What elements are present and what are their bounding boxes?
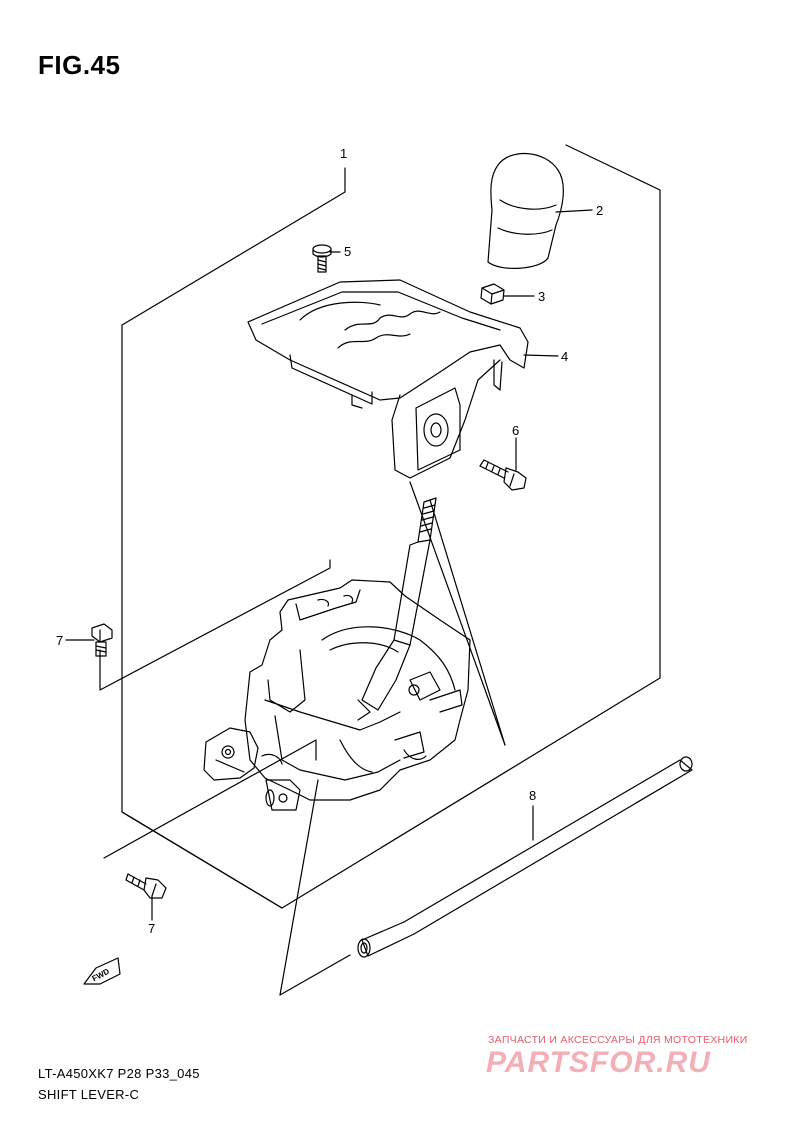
watermark-brand: PARTSFOR.RU bbox=[486, 1046, 711, 1079]
callout-6: 6 bbox=[512, 423, 520, 438]
callout-1: 1 bbox=[340, 146, 348, 161]
callout-7-upper: 7 bbox=[56, 633, 64, 648]
extension-rod bbox=[357, 756, 693, 958]
shift-gate-cover bbox=[247, 279, 529, 479]
bolt-7-lower bbox=[125, 873, 167, 899]
callout-2: 2 bbox=[596, 203, 604, 218]
shift-knob bbox=[487, 152, 564, 269]
model-code: LT-A450XK7 P28 P33_045 bbox=[38, 1066, 200, 1081]
callout-3: 3 bbox=[538, 289, 546, 304]
lever-rod bbox=[361, 497, 437, 711]
callout-8: 8 bbox=[529, 788, 537, 803]
mounting-bracket bbox=[203, 727, 301, 811]
leader-lines bbox=[65, 209, 593, 921]
watermark-subtitle: ЗАПЧАСТИ И АКСЕССУАРЫ ДЛЯ МОТОТЕХНИКИ bbox=[488, 1034, 748, 1046]
callout-7-lower: 7 bbox=[148, 921, 156, 936]
shift-housing bbox=[244, 579, 471, 801]
callout-5: 5 bbox=[344, 244, 352, 259]
callout-4: 4 bbox=[561, 349, 569, 364]
assembly-outline bbox=[121, 144, 661, 909]
nut bbox=[480, 283, 505, 305]
fwd-arrow-icon bbox=[83, 957, 121, 985]
figure-title: FIG.45 bbox=[38, 50, 121, 80]
bolt-6 bbox=[479, 459, 527, 491]
diagram-caption: SHIFT LEVER-C bbox=[38, 1087, 140, 1102]
bolt-7-upper bbox=[91, 623, 113, 657]
projection-lines bbox=[99, 481, 506, 996]
screw-5 bbox=[312, 244, 332, 273]
